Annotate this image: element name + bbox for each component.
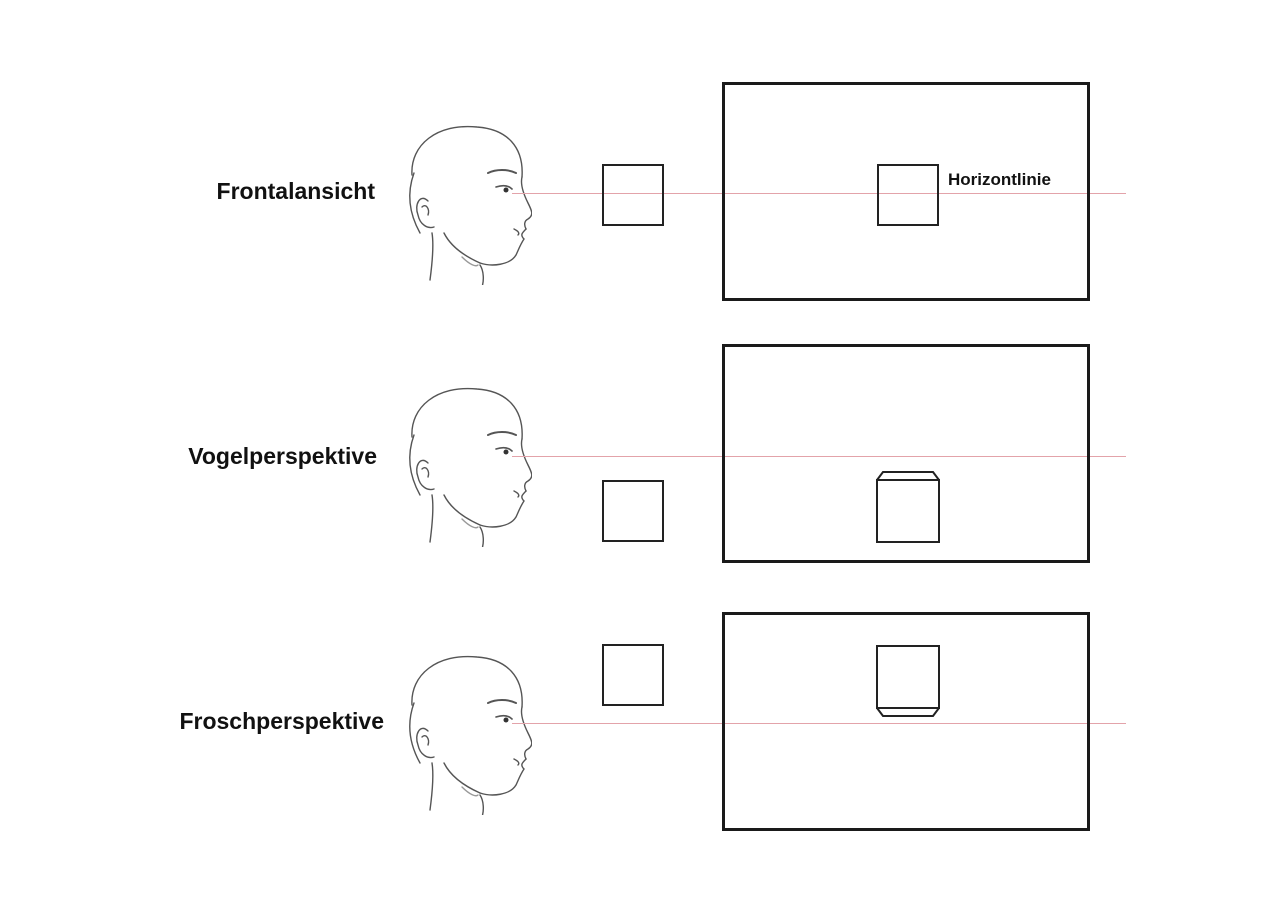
- viewer-cube-below: [602, 480, 664, 542]
- viewer-cube-above: [602, 644, 664, 706]
- picture-frame: [722, 344, 1090, 563]
- frame-cube-bottom-visible: [876, 645, 940, 717]
- frame-cube-top-visible: [876, 471, 940, 543]
- picture-frame: [722, 612, 1090, 831]
- row-label-birds-eye: Vogelperspektive: [188, 443, 377, 469]
- horizon-line: [512, 723, 1126, 724]
- frame-cube-front: [877, 164, 939, 226]
- head-profile-icon: [408, 655, 532, 815]
- horizon-line: [512, 456, 1126, 457]
- row-label-worms-eye: Froschperspektive: [179, 708, 384, 734]
- viewer-cube-front: [602, 164, 664, 226]
- horizon-label: Horizontlinie: [948, 170, 1051, 189]
- row-label-frontal: Frontalansicht: [216, 178, 375, 204]
- horizon-line: [512, 193, 1126, 194]
- picture-frame: [722, 82, 1090, 301]
